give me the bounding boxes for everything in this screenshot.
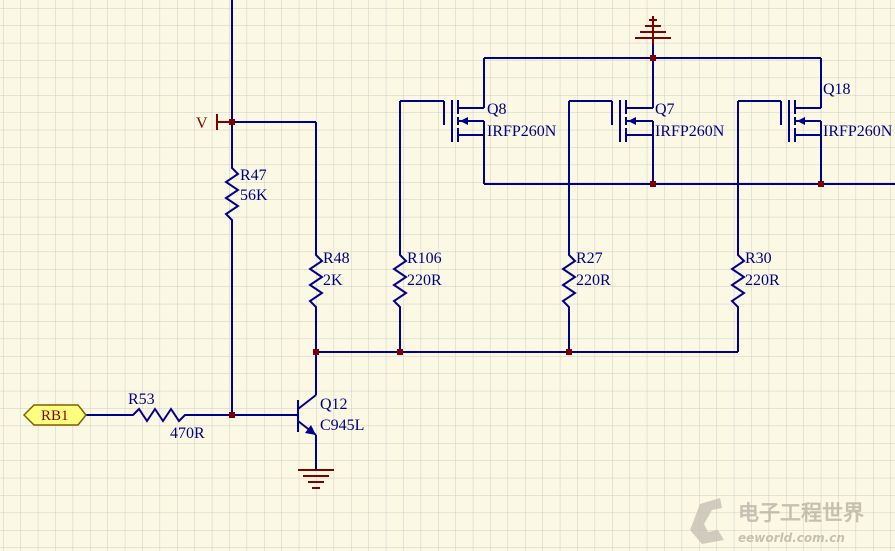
ground-symbol-top	[635, 16, 671, 44]
ground-symbol-bottom	[298, 469, 334, 489]
r48-symbol	[308, 250, 324, 312]
eeworld-logo-icon	[690, 498, 724, 544]
q8-symbol	[443, 100, 485, 142]
r27-ref: R27	[576, 250, 603, 267]
q18-part: IRFP260N	[823, 123, 893, 140]
r47-value: 56K	[240, 187, 268, 204]
q7-ref: Q7	[655, 101, 675, 118]
r27-value: 220R	[576, 272, 611, 289]
r53-value: 470R	[170, 425, 205, 442]
q7-part: IRFP260N	[655, 123, 725, 140]
r106-value: 220R	[407, 272, 442, 289]
watermark-cn: 电子工程世界	[738, 501, 864, 525]
watermark: 电子工程世界 eeworld.com.cn	[690, 498, 864, 545]
q12-ref: Q12	[320, 396, 348, 413]
r106-ref: R106	[407, 250, 442, 267]
mosfet-symbols	[443, 100, 822, 142]
q18-symbol	[780, 100, 822, 142]
q7-symbol	[611, 100, 654, 142]
r47-ref: R47	[240, 167, 267, 184]
r53-ref: R53	[128, 391, 155, 408]
q8-ref: Q8	[487, 101, 507, 118]
r30-value: 220R	[745, 272, 780, 289]
junction-dots	[229, 55, 824, 418]
q8-part: IRFP260N	[487, 123, 557, 140]
q12-symbol	[297, 394, 317, 436]
power-label: V	[196, 115, 208, 132]
r30-symbol	[730, 250, 746, 312]
r48-ref: R48	[323, 250, 350, 267]
r106-symbol	[392, 250, 408, 312]
port-label: RB1	[41, 408, 69, 424]
r27-symbol	[561, 250, 577, 312]
r53-symbol	[128, 407, 196, 423]
q12-part: C945L	[320, 417, 364, 434]
r48-value: 2K	[323, 272, 343, 289]
r47-symbol	[224, 163, 240, 225]
power-port-v: V	[196, 114, 232, 132]
q18-ref: Q18	[823, 81, 851, 98]
watermark-url: eeworld.com.cn	[738, 531, 845, 545]
component-labels: R47 56K R48 2K R106 220R R27 220R R30 22…	[128, 81, 893, 442]
resistor-symbols	[128, 163, 746, 423]
r30-ref: R30	[745, 250, 772, 267]
port-rb1: RB1	[22, 404, 87, 426]
